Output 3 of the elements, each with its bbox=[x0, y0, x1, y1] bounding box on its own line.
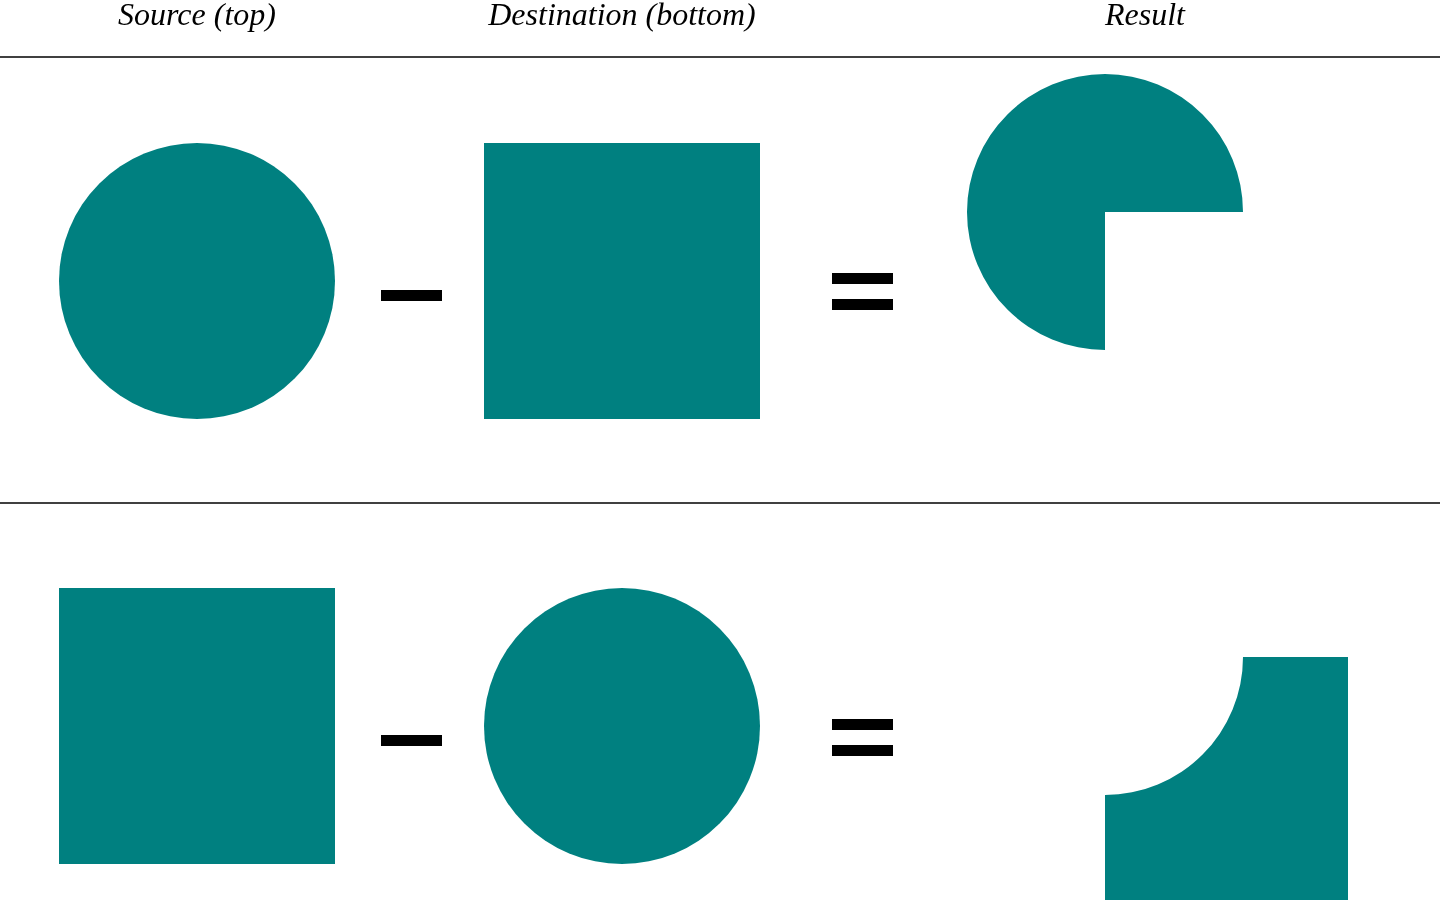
column-heading: Result bbox=[1105, 0, 1185, 33]
column-heading: Destination (bottom) bbox=[488, 0, 756, 33]
column-heading: Source (top) bbox=[118, 0, 276, 33]
